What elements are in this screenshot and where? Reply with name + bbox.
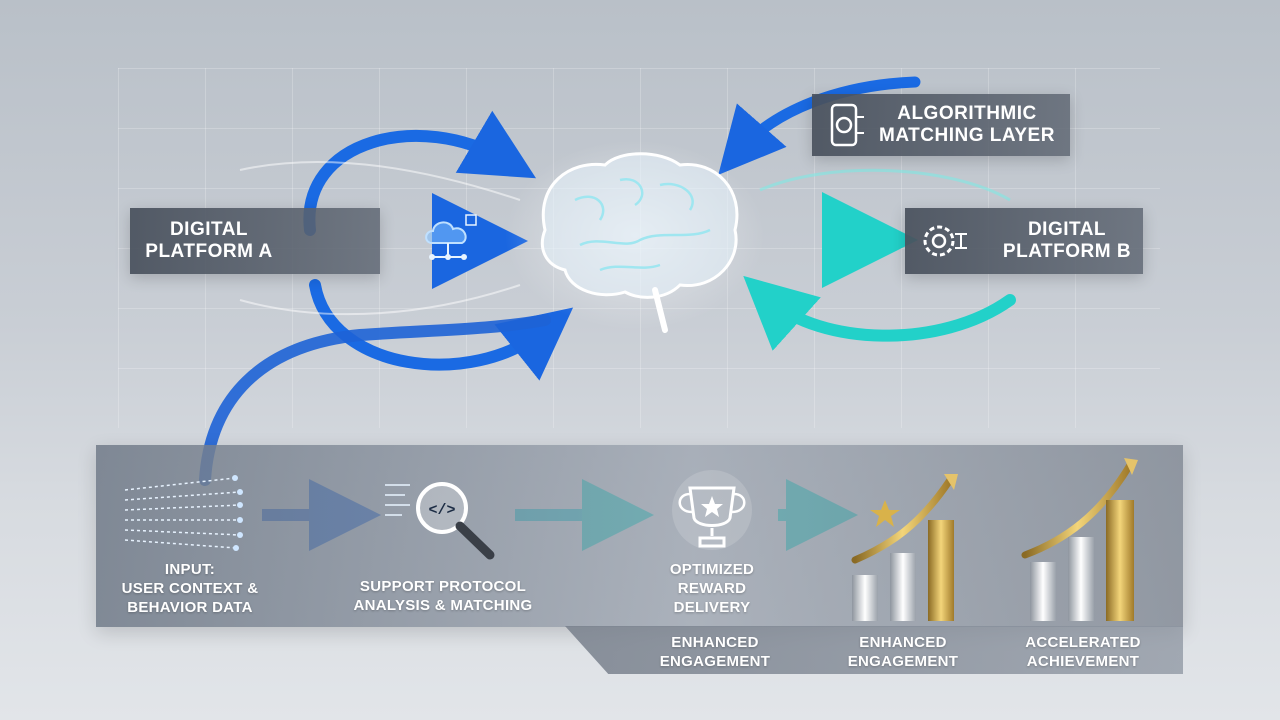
enhanced-engagement-label-1: ENHANCED ENGAGEMENT <box>659 634 771 670</box>
support-protocol-label: SUPPORT PROTOCOL ANALYSIS & MATCHING <box>353 578 533 614</box>
algorithmic-box: ALGORITHMIC MATCHING LAYER <box>812 94 1070 156</box>
platform-a-box: DIGITAL PLATFORM A <box>130 208 477 274</box>
input-label: INPUT: USER CONTEXT & BEHAVIOR DATA <box>121 561 259 616</box>
platform-b-box: DIGITAL PLATFORM B <box>905 208 1143 274</box>
pipeline-panel <box>96 445 1183 627</box>
accelerated-achievement-label: ACCELERATED ACHIEVEMENT <box>1025 634 1141 670</box>
gear-icon <box>917 218 977 264</box>
platform-a-label: DIGITAL PLATFORM A <box>145 219 273 262</box>
pipeline-outcome-tab <box>565 626 1183 674</box>
brain-icon <box>505 140 765 333</box>
algorithmic-label: ALGORITHMIC MATCHING LAYER <box>879 103 1055 146</box>
flow-arrow-top-left <box>303 110 537 236</box>
enhanced-engagement-label-2: ENHANCED ENGAGEMENT <box>847 634 959 670</box>
cloud-network-icon <box>420 213 480 269</box>
reward-delivery-label: OPTIMIZED REWARD DELIVERY <box>669 561 755 616</box>
flow-arrow-return <box>743 275 1016 351</box>
phone-settings-icon <box>824 103 868 149</box>
flow-arrow-input-up <box>199 314 551 486</box>
platform-b-label: DIGITAL PLATFORM B <box>1002 219 1132 262</box>
